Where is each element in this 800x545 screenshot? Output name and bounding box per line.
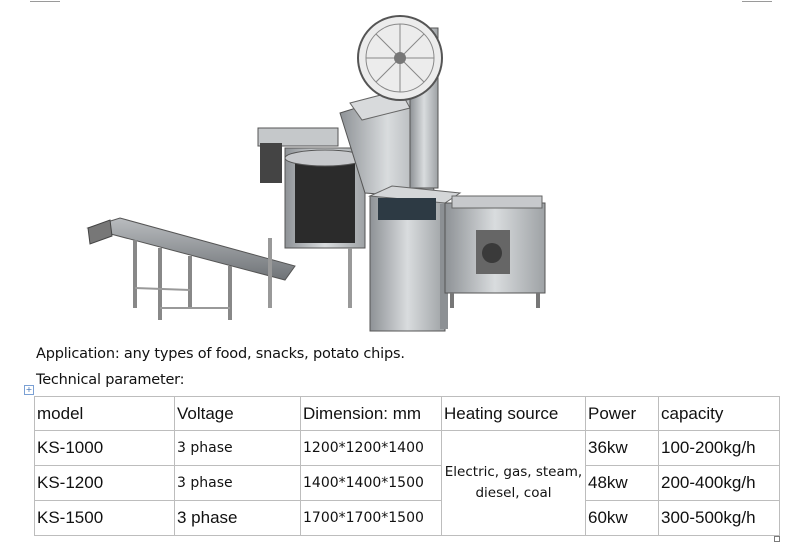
header-heating-source: Heating source	[441, 396, 586, 431]
header-dimension: Dimension: mm	[300, 396, 442, 431]
cell-power: 36kw	[585, 430, 659, 466]
application-caption: Application: any types of food, snacks, …	[36, 346, 405, 362]
cell-dimension: 1400*1400*1500	[300, 465, 442, 501]
table-resize-handle-icon[interactable]	[774, 536, 780, 542]
cell-voltage: 3 phase	[174, 500, 301, 536]
cell-heating-source: Electric, gas, steam, diesel, coal	[441, 430, 586, 536]
spec-table: model Voltage Dimension: mm Heating sour…	[34, 396, 780, 536]
cell-power: 48kw	[585, 465, 659, 501]
table-row: KS-1000 3 phase 1200*1200*1400 Electric,…	[34, 430, 780, 536]
cell-capacity: 200-400kg/h	[658, 465, 780, 501]
page-corner-mark	[742, 1, 772, 2]
table-header-row: model Voltage Dimension: mm Heating sour…	[34, 396, 780, 431]
technical-parameter-caption: Technical parameter:	[36, 372, 185, 388]
table-move-handle-icon[interactable]: +	[24, 385, 34, 395]
header-capacity: capacity	[658, 396, 780, 431]
cell-voltage: 3 phase	[174, 465, 301, 501]
header-model: model	[34, 396, 175, 431]
fryer-machine-image	[80, 8, 580, 338]
cell-dimension: 1700*1700*1500	[300, 500, 442, 536]
cell-model: KS-1500	[34, 500, 175, 536]
cell-model: KS-1000	[34, 430, 175, 466]
cell-capacity: 100-200kg/h	[658, 430, 780, 466]
cell-model: KS-1200	[34, 465, 175, 501]
table-row: KS-1500 3 phase 1700*1700*1500 60kw 300-…	[34, 500, 780, 536]
header-voltage: Voltage	[174, 396, 301, 431]
cell-capacity: 300-500kg/h	[658, 500, 780, 536]
page-corner-mark	[30, 1, 60, 2]
table-row: KS-1200 3 phase 1400*1400*1500 48kw 200-…	[34, 465, 780, 501]
cell-dimension: 1200*1200*1400	[300, 430, 442, 466]
cell-power: 60kw	[585, 500, 659, 536]
header-power: Power	[585, 396, 659, 431]
cell-voltage: 3 phase	[174, 430, 301, 466]
